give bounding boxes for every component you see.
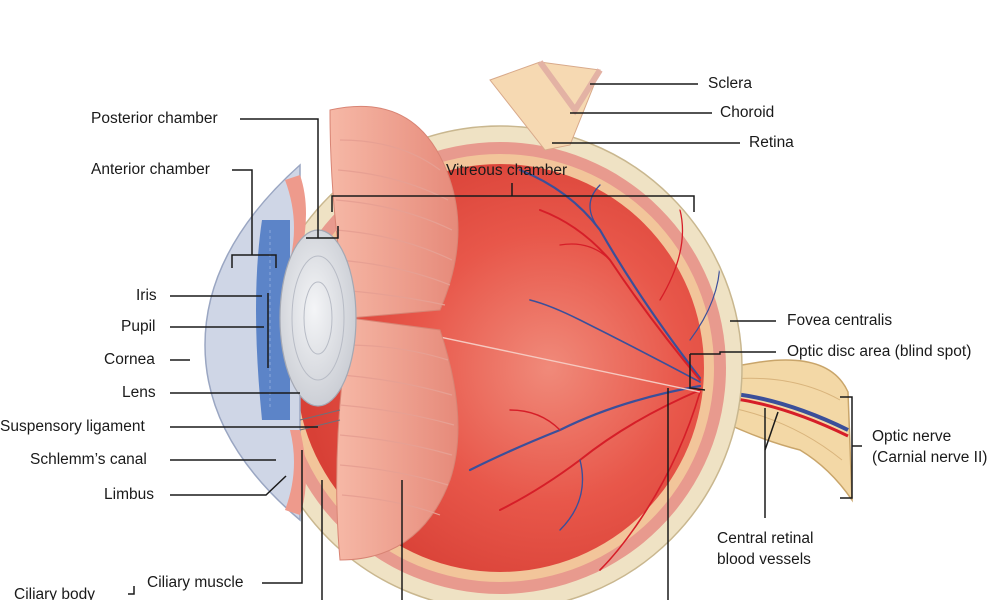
label-posterior-chamber: Posterior chamber: [91, 110, 218, 127]
label-sclera: Sclera: [708, 75, 752, 92]
label-ciliary-body: Ciliary body: [14, 586, 95, 600]
label-lens: Lens: [122, 384, 156, 401]
label-optic-disc: Optic disc area (blind spot): [787, 343, 972, 360]
leader-lines: [128, 83, 862, 600]
label-ciliary-muscle: Ciliary muscle: [147, 574, 244, 591]
label-pupil: Pupil: [121, 318, 156, 335]
label-cornea: Cornea: [104, 351, 155, 368]
label-retina: Retina: [749, 134, 794, 151]
label-schlemms-canal: Schlemm’s canal: [30, 451, 147, 468]
label-central-retinal-vessels: Central retinal blood vessels: [717, 530, 814, 568]
label-choroid: Choroid: [720, 104, 775, 121]
label-limbus: Limbus: [104, 486, 154, 503]
label-fovea-centralis: Fovea centralis: [787, 312, 893, 329]
label-anterior-chamber: Anterior chamber: [91, 161, 210, 178]
label-optic-nerve: Optic nerve (Carnial nerve II): [872, 428, 988, 466]
label-iris: Iris: [136, 287, 157, 304]
ciliary-body-shape: [329, 105, 459, 561]
label-suspensory-ligament: Suspensory ligament: [0, 418, 145, 435]
label-vitreous-chamber: Vitreous chamber: [446, 162, 568, 179]
layer-cutaway: [489, 61, 601, 151]
iris-shape: [256, 220, 290, 420]
